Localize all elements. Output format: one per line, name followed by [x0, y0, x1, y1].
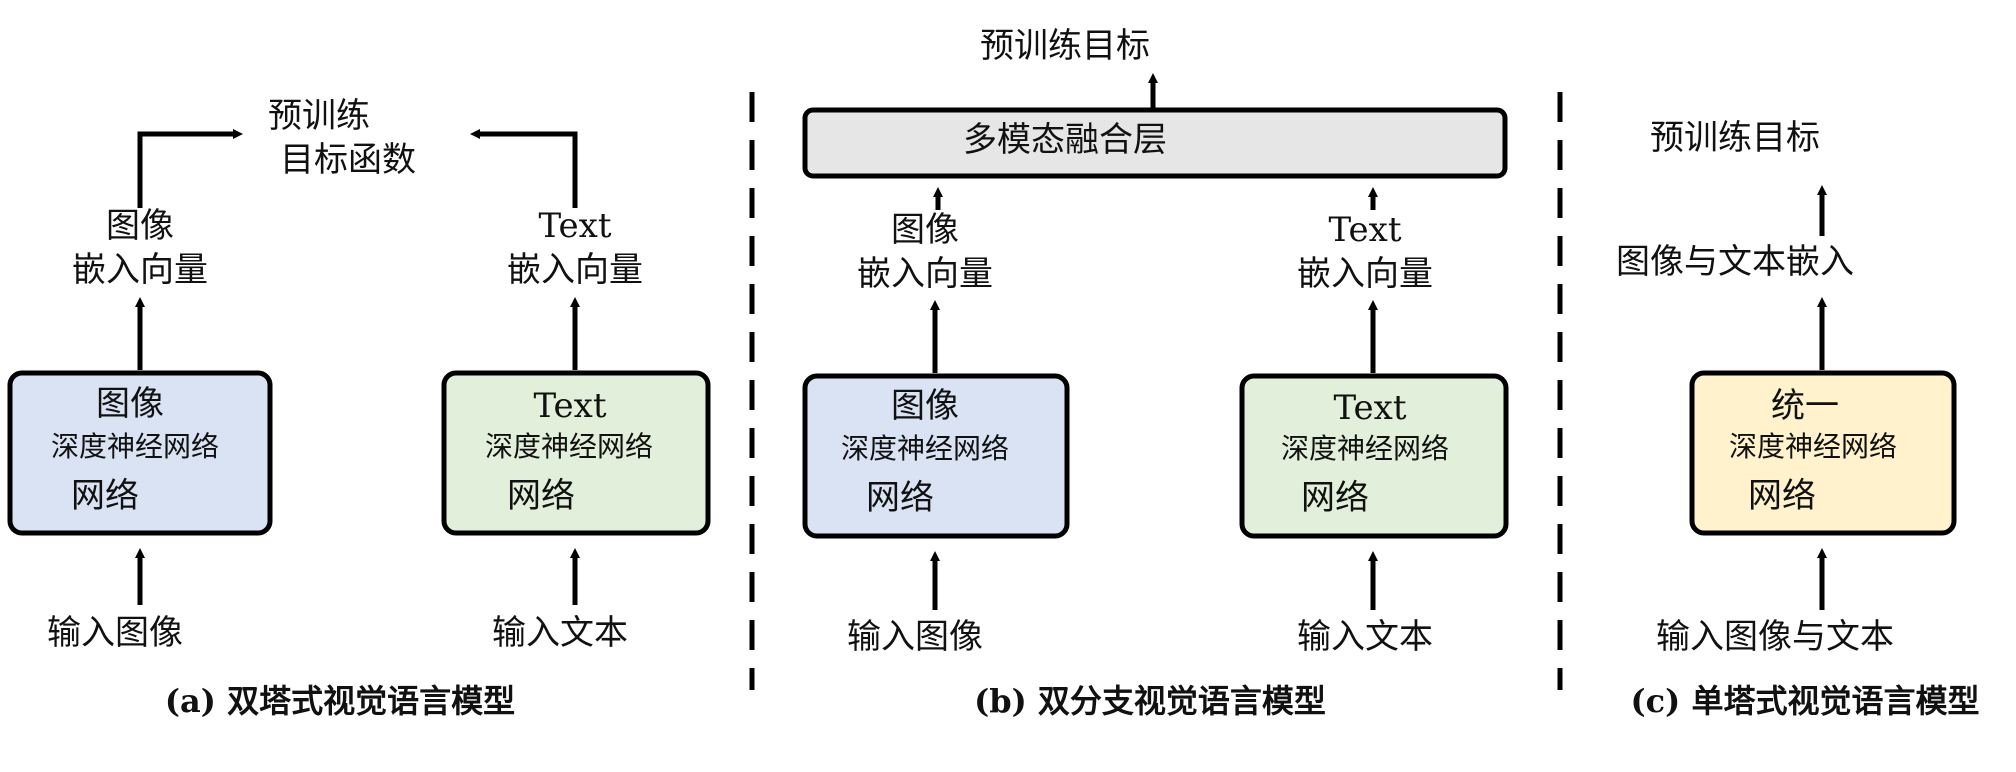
c-input-label: 输入图像与文本 [1656, 617, 1894, 657]
a-text-emb-line1: Text [538, 206, 612, 246]
b-text-encoder-box [1239, 373, 1509, 539]
b-caption: (b) 双分支视觉语言模型 [974, 682, 1326, 720]
a-text-encoder-box [441, 370, 711, 536]
a-image-encoder-box [7, 370, 273, 536]
b-input-image-label: 输入图像 [847, 617, 983, 657]
a-image-objective-arrow [137, 129, 243, 208]
b-image-emb-line2: 嵌入向量 [857, 254, 993, 294]
a-text-objective-arrow [470, 129, 578, 208]
a-image-box-sub: 深度神经网络 [50, 430, 219, 463]
b-image-emb-line1: 图像 [891, 210, 959, 250]
a-image-emb-line2: 嵌入向量 [72, 250, 208, 290]
b-image-box-tail: 网络 [866, 478, 934, 518]
b-image-box-sub: 深度神经网络 [840, 432, 1009, 465]
b-input-text-label: 输入文本 [1297, 617, 1433, 657]
a-image-box-title: 图像 [96, 384, 164, 424]
a-text-box-tail: 网络 [507, 476, 575, 516]
a-objective-line1: 预训练 [268, 96, 370, 136]
b-text-box-tail: 网络 [1301, 478, 1369, 518]
a-text-box-sub: 深度神经网络 [484, 430, 653, 463]
b-text-box-sub: 深度神经网络 [1280, 432, 1449, 465]
c-objective-label: 预训练目标 [1650, 118, 1820, 158]
b-text-emb-line2: 嵌入向量 [1297, 254, 1433, 294]
c-box-title: 统一 [1771, 386, 1839, 426]
c-embedding-label: 图像与文本嵌入 [1616, 242, 1854, 282]
c-unified-encoder-box [1689, 370, 1957, 536]
a-input-image-label: 输入图像 [47, 613, 183, 653]
b-fusion-layer-label: 多模态融合层 [963, 120, 1167, 160]
a-objective-line2: 目标函数 [280, 140, 416, 180]
b-image-box-title: 图像 [891, 386, 959, 426]
c-box-tail: 网络 [1748, 476, 1816, 516]
b-image-encoder-box [802, 373, 1070, 539]
a-image-emb-line1: 图像 [106, 206, 174, 246]
c-box-sub: 深度神经网络 [1728, 430, 1897, 463]
c-caption: (c) 单塔式视觉语言模型 [1630, 682, 1980, 720]
b-fusion-layer-box [802, 107, 1508, 179]
b-text-box-title: Text [1333, 388, 1407, 428]
a-image-box-tail: 网络 [71, 476, 139, 516]
b-text-emb-line1: Text [1328, 210, 1402, 250]
a-caption: (a) 双塔式视觉语言模型 [164, 682, 516, 720]
a-text-box-title: Text [533, 386, 607, 426]
a-text-emb-line2: 嵌入向量 [507, 250, 643, 290]
a-input-text-label: 输入文本 [492, 613, 628, 653]
b-objective-label: 预训练目标 [980, 26, 1150, 66]
